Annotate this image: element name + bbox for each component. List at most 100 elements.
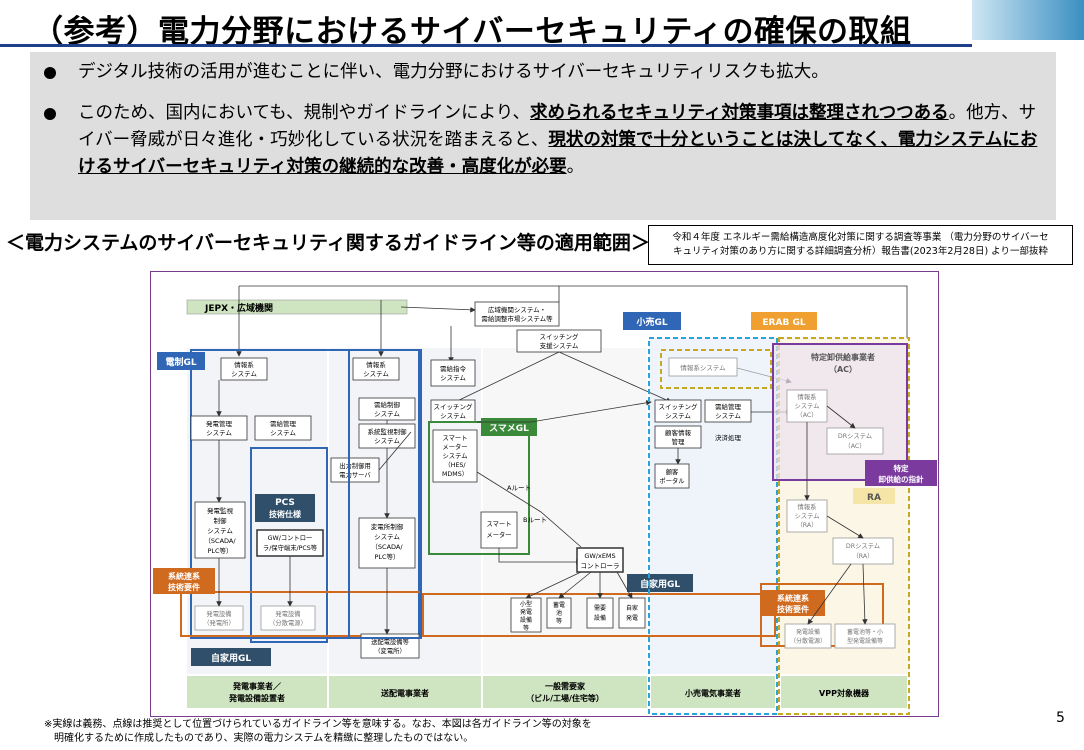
self-gen-line1: 自家 [626,604,638,612]
smart-gl-label: スマメGL [489,423,529,434]
dispatch-line1: 需給制御 [374,400,401,409]
substation-line4: PLC等） [374,552,399,561]
small-gen-box [510,597,542,633]
ac-info-line3: （AC） [796,412,817,419]
vpp2-line1: 蓄電池等・小 [847,628,883,636]
guideline-scope-diagram: JEPX・広域機関 広域機関システム・ 需給調整市場システム等 スイッチング 支… [150,271,939,717]
self-gen-line2: 発電 [626,614,638,622]
vpp1-line1: 発電設備 [796,628,820,636]
elec-mgmt-line2: システム [715,412,741,420]
title-underline [0,44,972,47]
substation-line2: システム [374,533,400,541]
ra-label: RA [867,493,881,503]
meter2-line1: スマート [487,520,512,528]
small-gen-line1: 小型 [520,600,532,608]
home-appl-line1: 需要 [594,605,606,612]
gw-line2: ラ/保守端末/PCS等 [263,543,318,552]
smart-meter-box [480,511,518,549]
fuel-mgmt-line1: 需給管理 [270,419,297,428]
substation-line3: （SCADA/ [371,543,403,551]
trans-switching-line2: システム [440,412,466,420]
vpp1-line2: （分散電源） [790,637,826,645]
smart-gl-tag [481,418,537,436]
trans-gl-frame [348,349,422,639]
bottom-retail-label: 小売電気事業者 [684,688,741,698]
meter-line1: スマート [443,434,468,442]
vpp-storage-box [834,623,896,649]
bullet-dot-icon [44,108,56,120]
ac-title-line1: 特定卸供給事業者 [811,352,875,362]
trans-equip-line2: （変電所） [374,646,405,655]
jepx-label: JEPX・広域機関 [204,302,273,314]
customer-portal-box [654,463,690,489]
retail-gl-tag [623,312,681,330]
gen-equip2-box [260,605,316,631]
elec-mgmt-box [704,399,752,423]
erab-gl-label: ERAB GL [762,318,805,328]
ac-info-line2: システム [795,402,820,410]
customer-line2: 管理 [672,437,686,446]
output-server-box [330,457,380,483]
ac-info-line1: 情報系 [798,392,817,401]
source-citation: 令和４年度 エネルギー需給構造高度化対策に関する調査等事業 （電力分野のサイバー… [648,225,1073,265]
self-gen-box [618,597,646,629]
bullet-2-text: このため、国内においても、規制やガイドラインにより、求められるセキュリティ対策事… [78,100,1053,181]
storage-line2: 池 [556,609,562,617]
keito-right-line2: 技術要件 [777,604,809,614]
scada-line4: （SCADA/ [204,537,236,545]
small-gen-line3: 設備 [520,616,532,624]
gen-mgmt-line2: システム [206,429,232,437]
consumer-gw-line2: コントローラ [581,562,620,570]
footnote-line-2: 明確化するために作成したものであり、実際の電力システムを精緻に整理したものではな… [54,733,474,744]
ac-dr-line1: DRシステム [838,432,872,440]
retail-erab-subframe [660,349,772,389]
bullet-2-emphasis1: 求められるセキュリティ対策事項は整理されつつある [530,103,949,123]
pcs-line2: 技術仕様 [269,509,302,519]
storage-line1: 蓄電 [553,601,565,609]
bottom-gen-box [187,676,327,708]
erab-gl-frame [778,337,910,715]
jika-mid-tag [627,574,693,592]
corner-decoration [972,0,1084,40]
monitor-line2: システム [374,437,400,445]
scada-line1: 発電監視 [207,506,234,515]
denki-gl-tag [157,352,205,370]
ac-dr-box [826,427,884,455]
bullet-2-part1: このため、国内においても、規制やガイドラインにより、 [78,103,531,123]
billing-label: 決済処理 [715,433,742,442]
smart-meter-system-box [432,429,478,483]
pcs-tag [255,494,315,522]
fuel-mgmt-line2: システム [270,429,296,437]
meter2-line2: メーター [486,530,511,539]
retail-gl-label: 小売GL [635,316,667,328]
dispatch-line2: システム [374,410,400,418]
ac-title-line2: （AC） [829,364,857,374]
retail-gl-frame [648,337,778,715]
home-appliance-box [586,597,614,629]
gen-mgmt-line1: 発電管理 [206,419,233,428]
bottom-consumer-box [483,676,647,708]
denki-gl-frame [190,349,420,639]
retail-switching-box [654,399,702,423]
trans-info-line1: 情報系 [366,360,386,369]
jika-mid-label: 自家用GL [640,578,680,590]
portal-line1: 顧客 [666,467,679,476]
ra-tag [853,488,895,504]
gw-controller-box [256,529,324,557]
monitor-line1: 系統監視制御 [368,427,408,436]
jika-left-label: 自家用GL [211,652,251,664]
gen-equip2-line2: （分散電源） [269,618,307,627]
ra-info-line1: 情報系 [798,502,817,511]
tokutei-line1: 特定 [894,463,909,473]
trans-switching-line1: スイッチング [434,402,474,411]
page-number: 5 [1056,710,1065,726]
output-line2: 電力サーバ [339,470,371,479]
pcs-line1: PCS [275,498,295,508]
gw-line1: GW/コントロー [268,534,313,542]
source-line-1: 令和４年度 エネルギー需給構造高度化対策に関する調査等事業 （電力分野のサイバー… [672,232,1049,243]
meter-line5: MDMS） [442,471,468,478]
retail-info-box [668,357,738,377]
switching-top-line1: スイッチング [540,332,580,341]
bottom-gen-line1: 発電事業者／ [232,681,281,691]
gen-equip1-box [194,605,244,631]
